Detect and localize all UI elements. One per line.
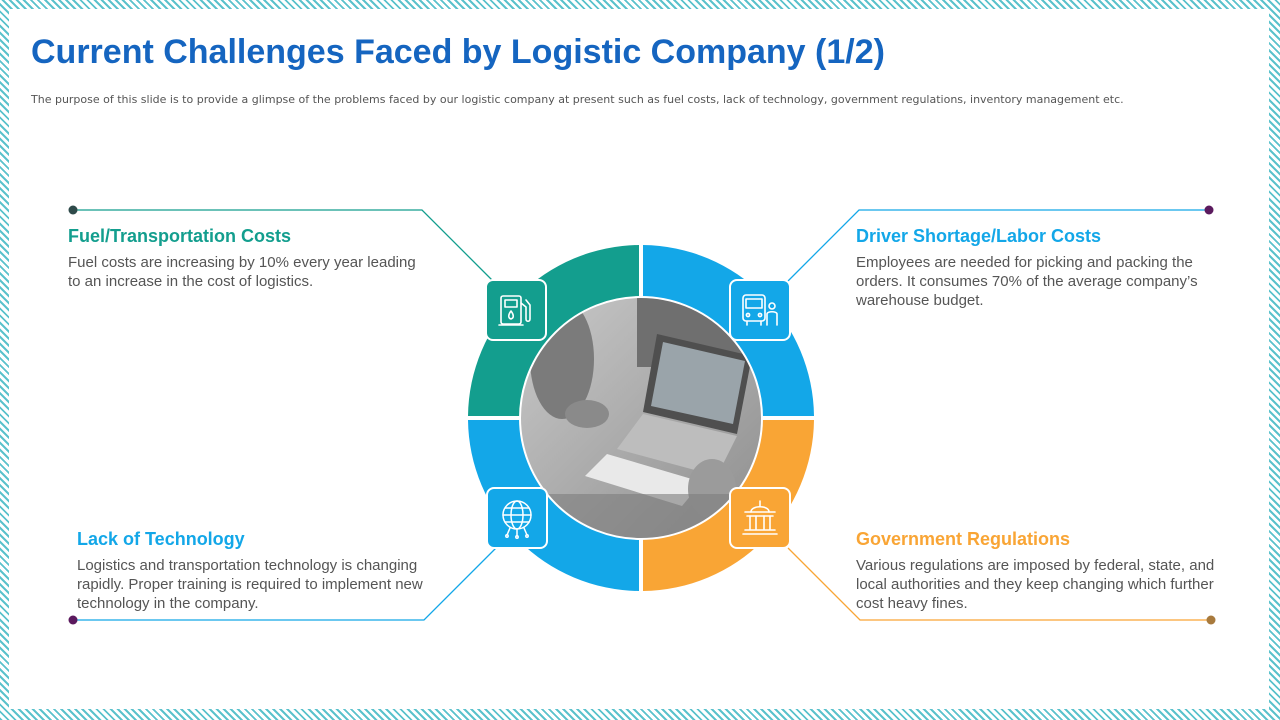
connector-dot-fuel <box>68 205 78 215</box>
connector-driver <box>786 209 1209 283</box>
challenge-fuel: Fuel/Transportation Costs Fuel costs are… <box>68 226 428 291</box>
challenge-gov-heading: Government Regulations <box>856 529 1071 549</box>
connector-dot-gov <box>1206 615 1216 625</box>
challenge-gov: Government Regulations Various regulatio… <box>856 529 1226 613</box>
globe-circuit-icon <box>502 500 532 539</box>
ring-quadrant-gov <box>643 420 814 591</box>
ring-quadrant-driver <box>643 245 814 416</box>
ring-quadrant-fuel <box>468 245 639 416</box>
connector-fuel <box>73 209 495 283</box>
challenge-fuel-text: Fuel costs are increasing by 10% every y… <box>68 254 416 290</box>
connector-lines <box>68 205 1216 625</box>
driver-icon-box <box>729 279 791 341</box>
slide-title: Current Challenges Faced by Logistic Com… <box>31 33 885 71</box>
fuel-pump-icon <box>498 295 531 326</box>
government-building-icon <box>742 500 778 535</box>
connector-dot-driver <box>1204 205 1214 215</box>
challenge-tech-text: Logistics and transportation technology … <box>77 557 423 612</box>
bus-driver-icon <box>742 294 778 326</box>
slide: Current Challenges Faced by Logistic Com… <box>9 9 1269 709</box>
tech-icon-box <box>486 487 548 549</box>
challenge-driver-heading: Driver Shortage/Labor Costs <box>856 226 1102 246</box>
challenge-gov-text: Various regulations are imposed by feder… <box>856 557 1215 612</box>
challenge-ring <box>468 245 814 591</box>
center-photo <box>520 297 762 539</box>
fuel-icon-box <box>485 279 547 341</box>
connector-dot-tech <box>68 615 78 625</box>
slide-subtitle: The purpose of this slide is to provide … <box>31 93 1124 106</box>
challenge-driver-text: Employees are needed for picking and pac… <box>856 254 1198 309</box>
challenge-driver: Driver Shortage/Labor Costs Employees ar… <box>856 226 1226 310</box>
challenge-tech: Lack of Technology Logistics and transpo… <box>77 529 427 613</box>
connector-tech <box>73 547 497 621</box>
challenge-fuel-heading: Fuel/Transportation Costs <box>68 226 292 246</box>
connector-gov <box>787 547 1211 621</box>
gov-icon-box <box>729 487 791 549</box>
ring-quadrant-tech <box>468 420 639 591</box>
challenge-tech-heading: Lack of Technology <box>77 529 245 549</box>
